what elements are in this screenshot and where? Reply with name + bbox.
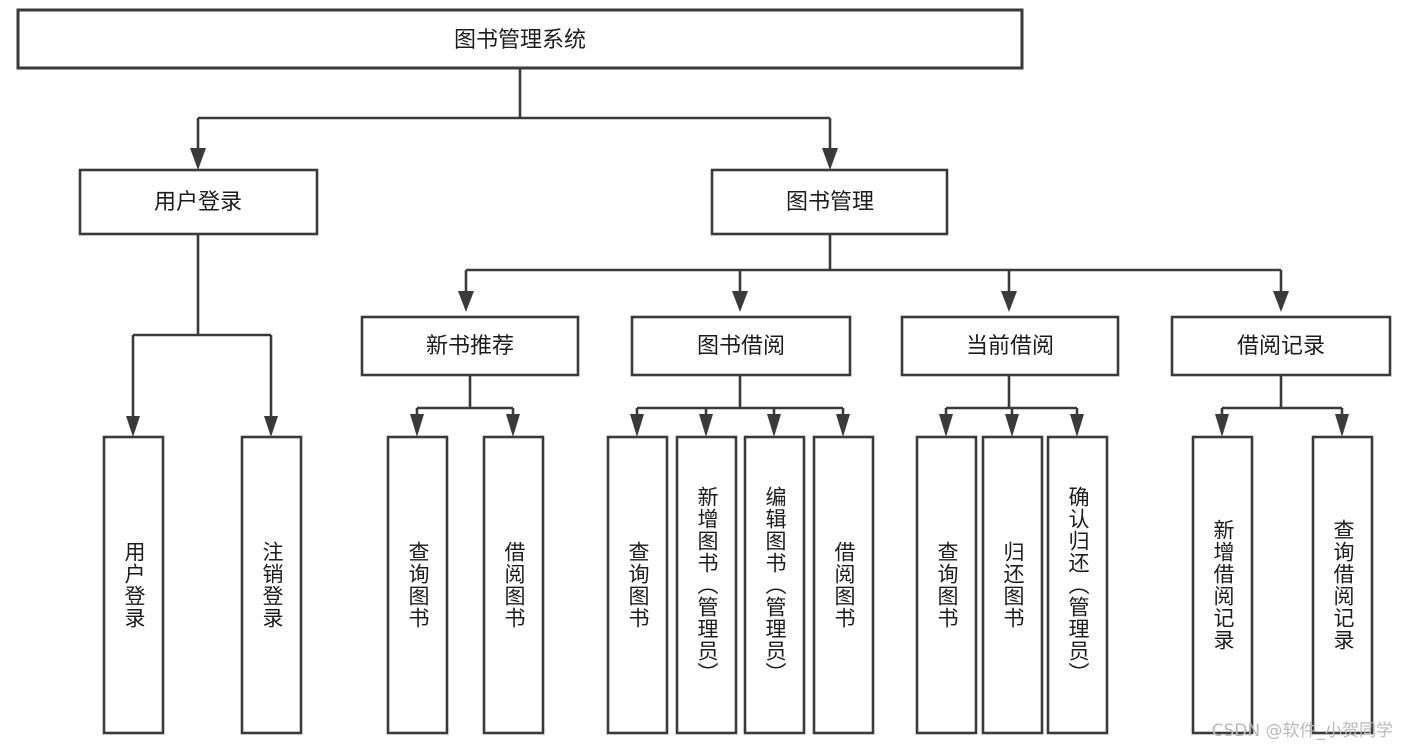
leaf-node-query-book-3[interactable]: 查询图书 — [915, 435, 978, 735]
leaf-label: 查询借阅记录 — [1331, 519, 1355, 651]
leaf-label: 新增图书（管理员） — [695, 486, 719, 684]
leaf-node-return-book[interactable]: 归还图书 — [981, 435, 1044, 735]
node-book-management-label: 图书管理 — [786, 190, 874, 215]
node-book-management-box[interactable] — [710, 168, 949, 236]
arrow-head-icon — [836, 414, 850, 437]
leaf-node-borrow-book-1[interactable]: 借阅图书 — [482, 435, 545, 735]
node-current-borrow-box[interactable] — [900, 315, 1120, 377]
connector-group-current-borrow — [939, 375, 1084, 437]
node-borrow-record[interactable]: 借阅记录 — [1170, 315, 1392, 377]
arrow-head-icon — [506, 414, 520, 437]
arrow-head-icon — [410, 414, 424, 437]
leaf-node-user-login[interactable]: 用户登录 — [102, 435, 165, 735]
arrow-head-icon — [699, 414, 713, 437]
node-book-borrow[interactable]: 图书借阅 — [630, 315, 852, 377]
node-borrow-record-label: 借阅记录 — [1237, 334, 1325, 359]
arrow-head-icon — [732, 291, 748, 312]
arrow-head-icon — [630, 414, 644, 437]
node-root-box[interactable] — [16, 8, 1024, 70]
connector-group-user-login — [126, 234, 278, 437]
leaf-node-query-book-2[interactable]: 查询图书 — [606, 435, 669, 735]
arrow-head-icon — [458, 291, 474, 312]
leaf-box[interactable] — [812, 435, 875, 735]
node-root-label: 图书管理系统 — [454, 28, 586, 53]
leaf-label: 查询图书 — [935, 541, 959, 629]
node-new-book-recommend[interactable]: 新书推荐 — [360, 315, 580, 377]
leaf-label: 查询图书 — [626, 541, 650, 629]
leaf-box[interactable] — [1046, 435, 1109, 735]
node-book-borrow-box[interactable] — [630, 315, 852, 377]
arrow-head-icon — [126, 416, 140, 437]
leaf-box[interactable] — [606, 435, 669, 735]
leaf-node-add-borrow-record[interactable]: 新增借阅记录 — [1191, 435, 1254, 735]
leaf-node-query-borrow-record[interactable]: 查询借阅记录 — [1311, 435, 1374, 735]
leaf-label: 注销登录 — [260, 541, 284, 629]
leaf-node-query-book-1[interactable]: 查询图书 — [386, 435, 449, 735]
arrow-head-icon — [1215, 414, 1229, 437]
connector-group-root — [190, 68, 838, 170]
leaf-label: 新增借阅记录 — [1211, 519, 1235, 651]
leaf-node-edit-book-admin[interactable]: 编辑图书（管理员） — [743, 435, 806, 735]
node-user-login-label: 用户登录 — [154, 190, 242, 215]
node-book-borrow-label: 图书借阅 — [697, 334, 785, 359]
node-current-borrow[interactable]: 当前借阅 — [900, 315, 1120, 377]
node-current-borrow-label: 当前借阅 — [966, 334, 1054, 359]
node-book-management[interactable]: 图书管理 — [710, 168, 949, 236]
arrow-head-icon — [1070, 414, 1084, 437]
connector-group-new-book — [410, 375, 520, 437]
arrow-head-icon — [1335, 414, 1349, 437]
leaf-node-confirm-return-admin[interactable]: 确认归还（管理员） — [1046, 435, 1109, 735]
arrow-head-icon — [1001, 291, 1017, 312]
connector-group-book-borrow — [630, 375, 850, 437]
leaf-node-add-book-admin[interactable]: 新增图书（管理员） — [675, 435, 738, 735]
node-user-login[interactable]: 用户登录 — [78, 168, 319, 236]
arrow-head-icon — [767, 414, 781, 437]
leaf-box[interactable] — [240, 435, 303, 735]
arrow-head-icon — [1005, 414, 1019, 437]
connector-group-borrow-record — [1215, 375, 1349, 437]
leaf-label: 归还图书 — [1001, 541, 1025, 629]
leaf-label: 借阅图书 — [502, 541, 526, 629]
leaf-box[interactable] — [675, 435, 738, 735]
leaf-box[interactable] — [1311, 435, 1374, 735]
leaf-box[interactable] — [386, 435, 449, 735]
node-borrow-record-box[interactable] — [1170, 315, 1392, 377]
leaf-label: 用户登录 — [122, 541, 146, 629]
leaf-label: 确认归还（管理员） — [1066, 486, 1090, 684]
node-new-book-recommend-box[interactable] — [360, 315, 580, 377]
leaf-box[interactable] — [981, 435, 1044, 735]
arrow-head-icon — [939, 414, 953, 437]
node-root[interactable]: 图书管理系统 — [16, 8, 1024, 70]
csdn-watermark: CSDN @软件_小贺同学 — [1211, 721, 1393, 741]
leaf-box[interactable] — [482, 435, 545, 735]
connector-group-book-mgmt — [458, 234, 1289, 312]
leaf-box[interactable] — [915, 435, 978, 735]
node-new-book-recommend-label: 新书推荐 — [426, 334, 514, 359]
leaf-box[interactable] — [743, 435, 806, 735]
leaf-label: 借阅图书 — [832, 541, 856, 629]
leaf-node-logout[interactable]: 注销登录 — [240, 435, 303, 735]
arrow-head-icon — [190, 148, 206, 170]
arrow-head-icon — [822, 148, 838, 170]
arrow-head-icon — [1273, 291, 1289, 312]
leaf-node-borrow-book-2[interactable]: 借阅图书 — [812, 435, 875, 735]
leaf-box[interactable] — [1191, 435, 1254, 735]
leaf-label: 查询图书 — [406, 541, 430, 629]
arrow-head-icon — [264, 416, 278, 437]
node-user-login-box[interactable] — [78, 168, 319, 236]
leaf-label: 编辑图书（管理员） — [763, 486, 787, 684]
leaf-box[interactable] — [102, 435, 165, 735]
